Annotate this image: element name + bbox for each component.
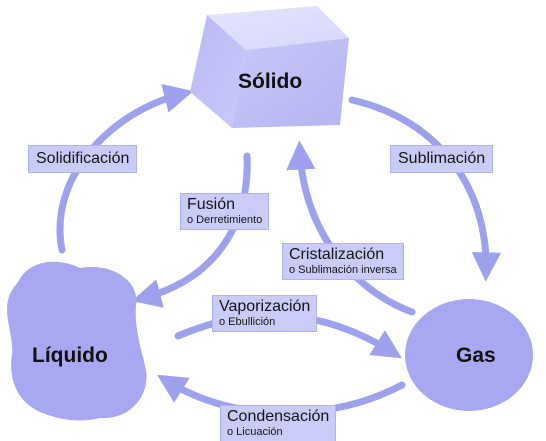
label-vaporizacion: Vaporización o Ebullición (212, 295, 318, 332)
gas-circle (405, 299, 533, 411)
gas-label: Gas (456, 344, 496, 367)
label-solidificacion: Solidificación (28, 145, 138, 173)
solido-label: Sólido (238, 70, 303, 93)
solido-cube-side (232, 38, 349, 128)
solido-cube-top (207, 6, 349, 50)
label-condensacion: Condensación o Licuación (220, 405, 337, 441)
label-condensacion-subtext: o Licuación (227, 426, 283, 438)
solido-cube-front (190, 15, 246, 128)
label-fusion: Fusión o Derretimiento (180, 193, 270, 230)
label-solidificacion-text: Solidificación (36, 150, 130, 167)
label-fusion-subtext: o Derretimiento (187, 214, 263, 226)
label-vaporizacion-text: Vaporización (219, 298, 311, 315)
solido-cube (190, 6, 349, 128)
label-cristalizacion-text: Cristalización (289, 246, 385, 263)
label-vaporizacion-subtext: o Ebullición (219, 316, 276, 328)
liquido-label: Líquido (32, 344, 108, 367)
label-cristalizacion-subtext: o Sublimación inversa (289, 264, 397, 276)
label-fusion-text: Fusión (187, 196, 236, 213)
label-sublimacion-text: Sublimación (398, 150, 486, 167)
label-cristalizacion: Cristalización o Sublimación inversa (282, 243, 404, 280)
liquido-blob (7, 261, 147, 421)
arrow-fusion (131, 152, 251, 308)
arrow-cristalizacion (286, 140, 416, 316)
label-sublimacion: Sublimación (390, 145, 494, 173)
label-condensacion-text: Condensación (227, 408, 330, 425)
